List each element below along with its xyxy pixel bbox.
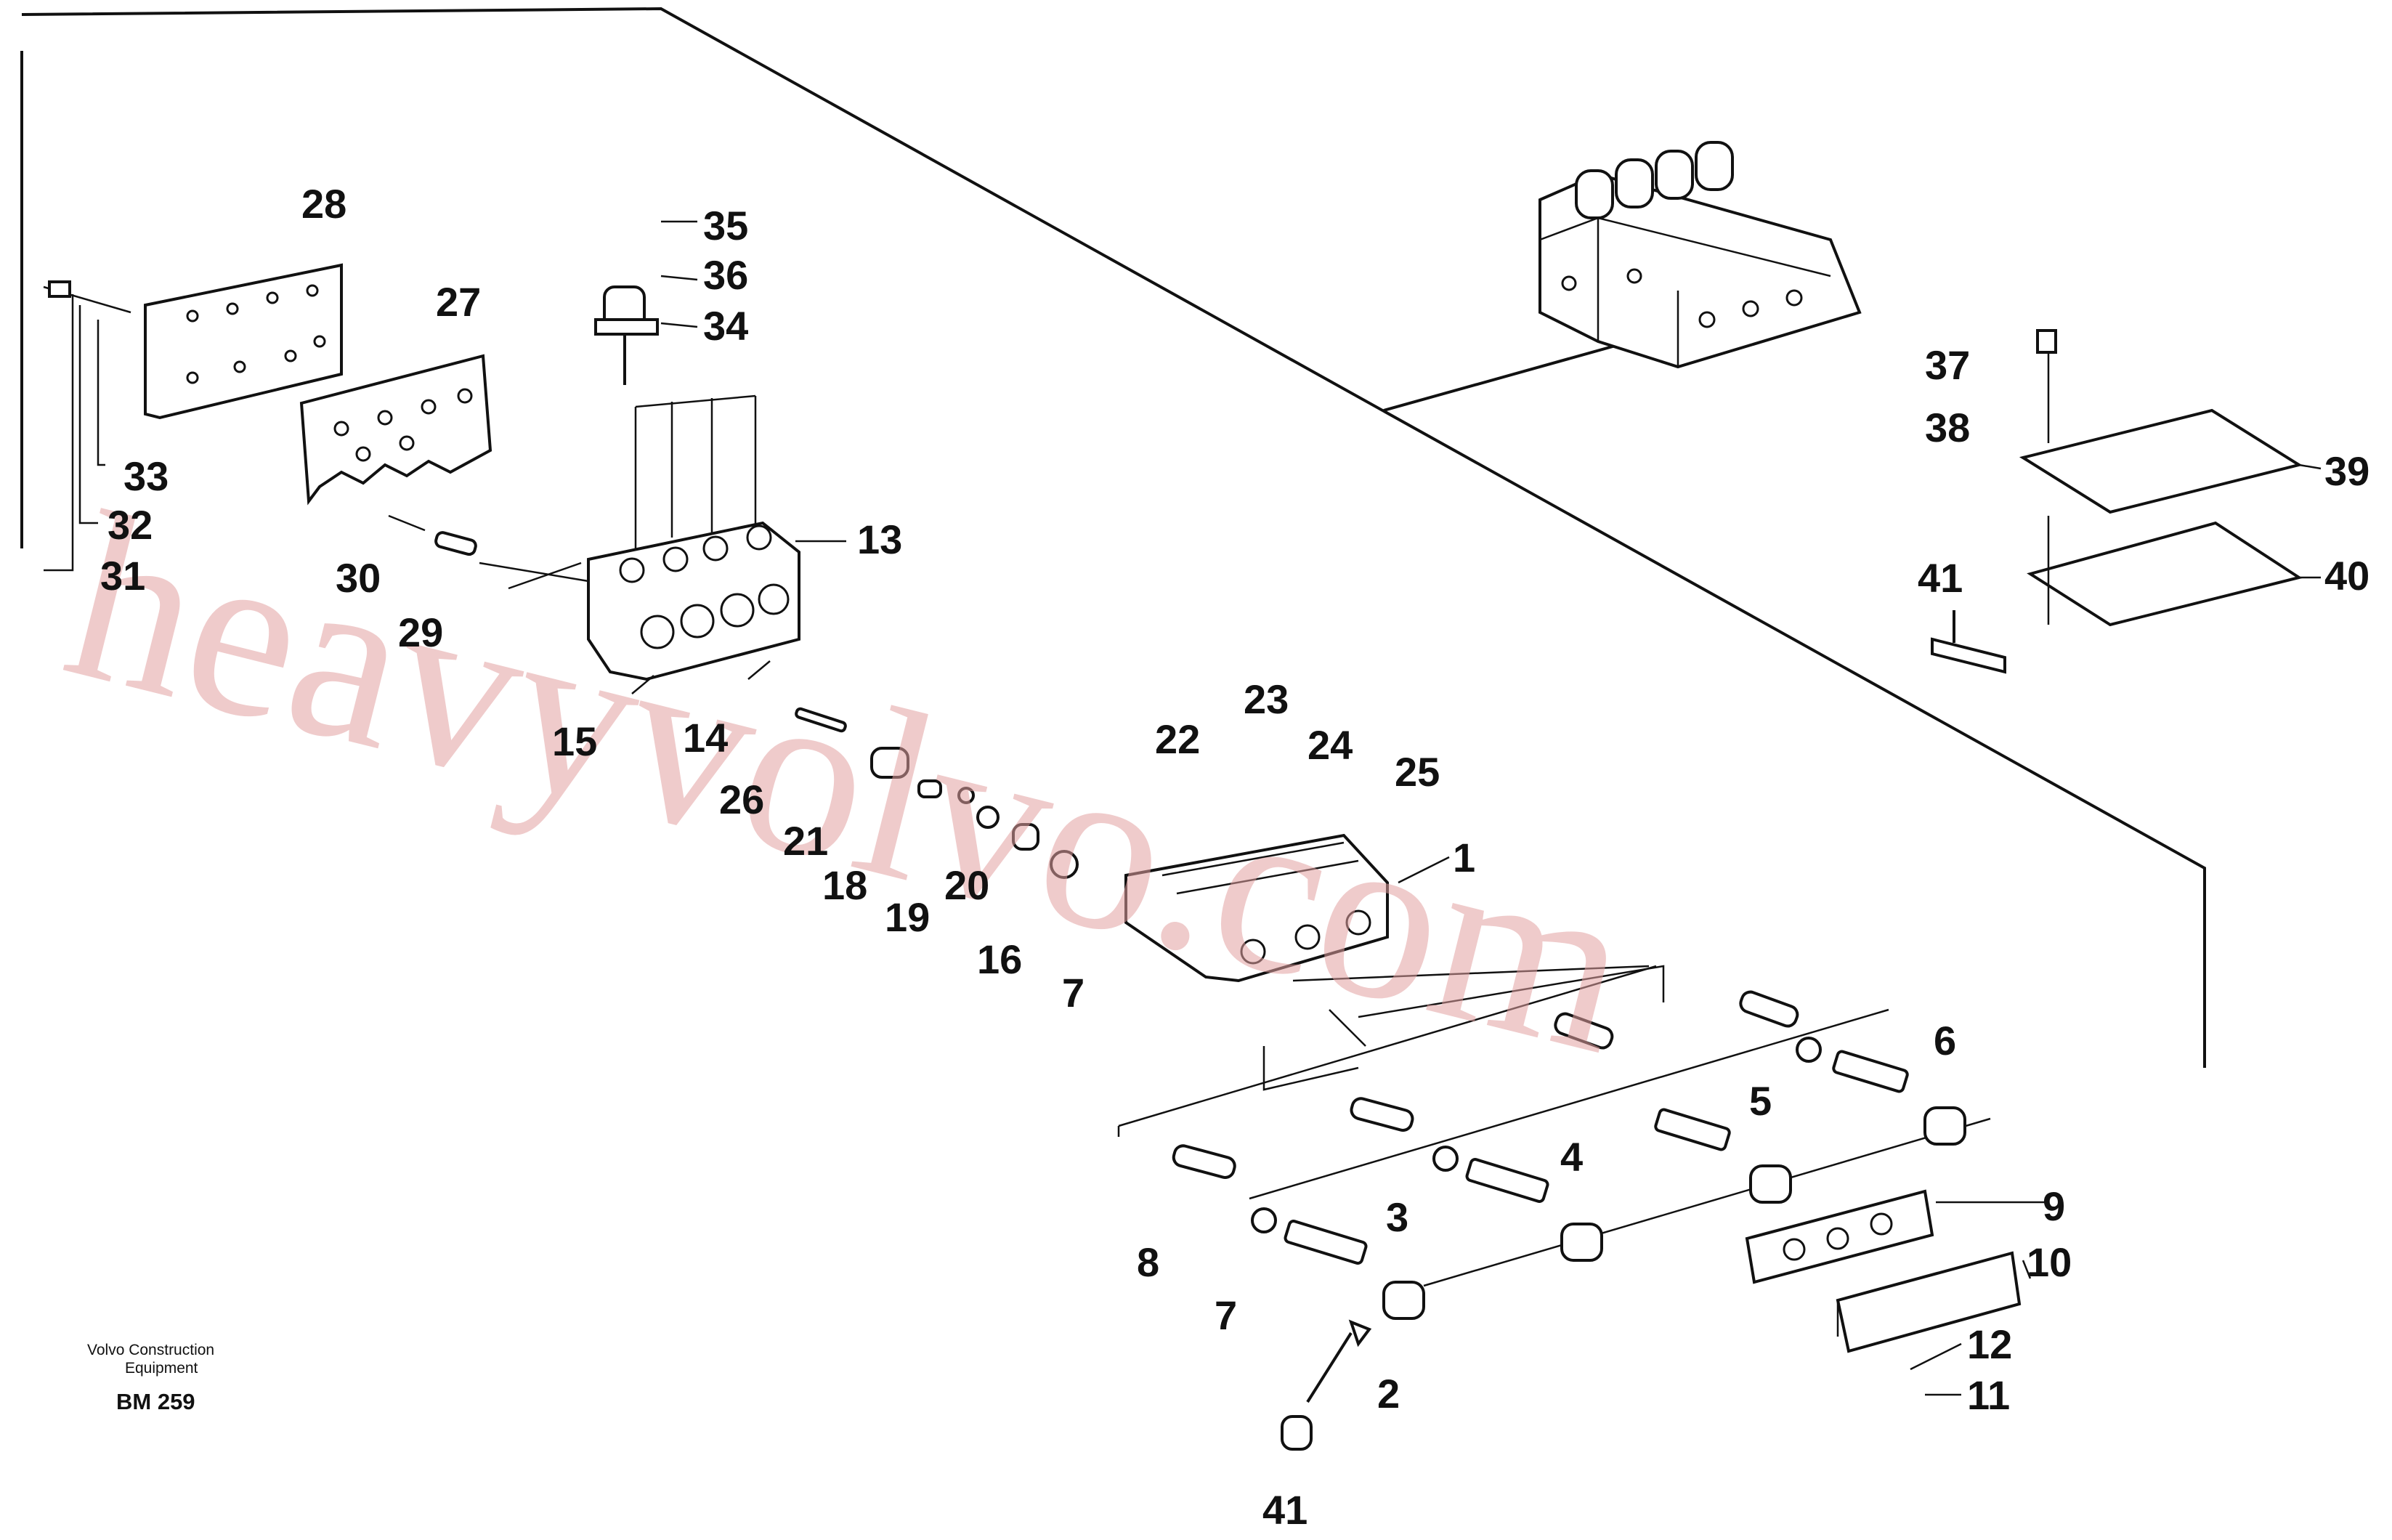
callout-19: 19 <box>885 894 930 940</box>
small-spool-parts <box>388 514 477 556</box>
leader-lines <box>44 220 2322 1396</box>
solenoid <box>594 285 757 552</box>
callout-34: 34 <box>703 303 748 349</box>
callout-41-lower: 41 <box>1262 1487 1308 1533</box>
callout-11: 11 <box>1967 1372 2010 1418</box>
end-cover-plates <box>1745 1189 2022 1353</box>
callout-35: 35 <box>703 203 748 248</box>
fittings <box>1281 610 2006 1451</box>
check-valve-parts <box>795 707 1079 879</box>
title-block: Volvo Construction Equipment BM 259 <box>87 1342 214 1414</box>
spool-sets <box>1117 965 1991 1320</box>
title-company-line1: Volvo Construction <box>87 1342 214 1358</box>
callout-32: 32 <box>108 502 153 548</box>
callout-31: 31 <box>100 553 145 599</box>
callout-37: 37 <box>1925 342 1970 388</box>
callout-13: 13 <box>857 516 902 562</box>
callout-labels: 1 2 3 4 5 6 7 7 8 9 10 11 12 13 14 15 16… <box>100 181 2369 1533</box>
callout-20: 20 <box>944 862 989 908</box>
callout-1: 1 <box>1453 835 1475 880</box>
valve-body-upper <box>479 521 800 681</box>
callout-10: 10 <box>2027 1239 2072 1285</box>
callout-28: 28 <box>301 181 346 227</box>
callout-22: 22 <box>1155 716 1200 762</box>
frame-lines <box>20 7 2206 1068</box>
callout-12: 12 <box>1967 1321 2012 1367</box>
callout-41-upper: 41 <box>1918 555 1963 601</box>
callout-21: 21 <box>783 818 828 864</box>
callout-30: 30 <box>336 555 381 601</box>
cover-plate <box>43 263 343 420</box>
callout-23: 23 <box>1244 676 1289 722</box>
callout-24: 24 <box>1308 722 1353 768</box>
callout-3: 3 <box>1386 1194 1408 1240</box>
callout-9: 9 <box>2043 1183 2065 1229</box>
callout-18: 18 <box>822 862 867 908</box>
valve-body-main <box>1124 833 1389 983</box>
callout-8: 8 <box>1137 1239 1159 1285</box>
callout-6: 6 <box>1934 1018 1956 1063</box>
title-company-line2: Equipment <box>125 1360 198 1377</box>
callout-26: 26 <box>719 777 764 822</box>
callout-14: 14 <box>683 715 728 761</box>
callout-25: 25 <box>1395 749 1440 795</box>
gasket <box>299 354 492 506</box>
callout-4: 4 <box>1560 1134 1583 1180</box>
callout-7-center: 7 <box>1062 970 1084 1016</box>
callout-33: 33 <box>123 453 169 499</box>
top-cover-plates <box>2019 329 2303 627</box>
callout-38: 38 <box>1925 405 1970 450</box>
callout-7-lower: 7 <box>1215 1292 1237 1338</box>
callout-15: 15 <box>552 718 597 764</box>
callout-29: 29 <box>398 609 443 655</box>
callout-39: 39 <box>2324 448 2369 494</box>
callout-2: 2 <box>1377 1371 1400 1417</box>
assembled-valve-thumbnail <box>1538 141 1862 369</box>
callout-36: 36 <box>703 252 748 298</box>
drawing-code: BM 259 <box>116 1389 195 1414</box>
callout-5: 5 <box>1749 1078 1772 1124</box>
callout-16: 16 <box>977 936 1022 982</box>
callout-27: 27 <box>436 279 481 325</box>
callout-40: 40 <box>2324 553 2369 599</box>
